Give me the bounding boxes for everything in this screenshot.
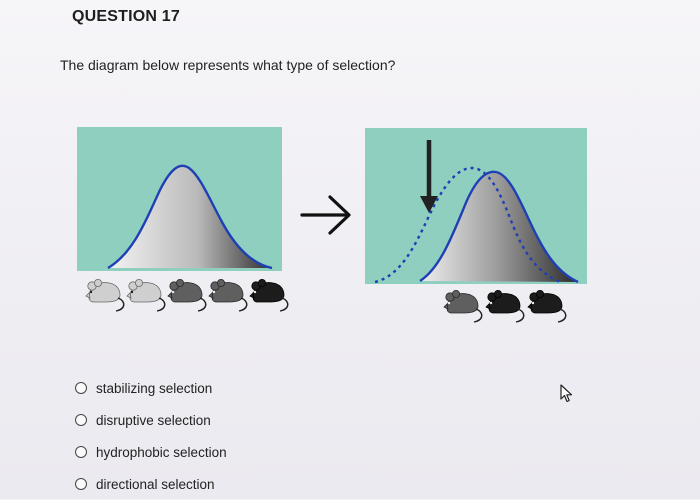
- dark-gray-mouse-icon: [208, 278, 248, 312]
- question-heading: QUESTION 17: [72, 8, 181, 25]
- option-label: stabilizing selection: [96, 380, 213, 396]
- after-distribution-fill: [420, 171, 578, 282]
- after-mice-row: [443, 289, 567, 323]
- option-hydrophobic-selection[interactable]: hydrophobic selection: [75, 436, 375, 468]
- option-directional-selection[interactable]: directional selection: [75, 468, 375, 500]
- radio-button[interactable]: [75, 478, 87, 490]
- original-distribution-dotted-curve: [374, 166, 561, 284]
- option-label: disruptive selection: [96, 412, 211, 428]
- before-panel: [77, 127, 289, 312]
- before-distribution-curve: [107, 164, 273, 270]
- question-prompt: The diagram below represents what type o…: [60, 57, 396, 73]
- mouse-pointer-icon: [560, 384, 573, 403]
- black-mouse-icon: [485, 289, 525, 323]
- black-mouse-icon: [527, 289, 567, 323]
- radio-button[interactable]: [75, 414, 87, 426]
- option-stabilizing-selection[interactable]: stabilizing selection: [75, 372, 375, 404]
- before-mice-row: [85, 278, 289, 312]
- black-mouse-icon: [249, 278, 289, 312]
- after-distribution-curve: [419, 170, 579, 284]
- radio-button[interactable]: [75, 382, 87, 394]
- dark-gray-mouse-icon: [443, 289, 483, 323]
- answer-options: stabilizing selection disruptive selecti…: [75, 372, 375, 500]
- option-disruptive-selection[interactable]: disruptive selection: [75, 404, 375, 436]
- dark-gray-mouse-icon: [167, 278, 207, 312]
- right-arrow-icon: [300, 195, 351, 235]
- light-gray-mouse-icon: [126, 278, 166, 312]
- light-gray-mouse-icon: [85, 278, 125, 312]
- down-arrow-icon: [420, 140, 438, 213]
- after-panel: [365, 128, 587, 323]
- radio-button[interactable]: [75, 446, 87, 458]
- option-label: directional selection: [96, 476, 215, 492]
- before-distribution-fill: [108, 165, 272, 268]
- option-label: hydrophobic selection: [96, 444, 227, 460]
